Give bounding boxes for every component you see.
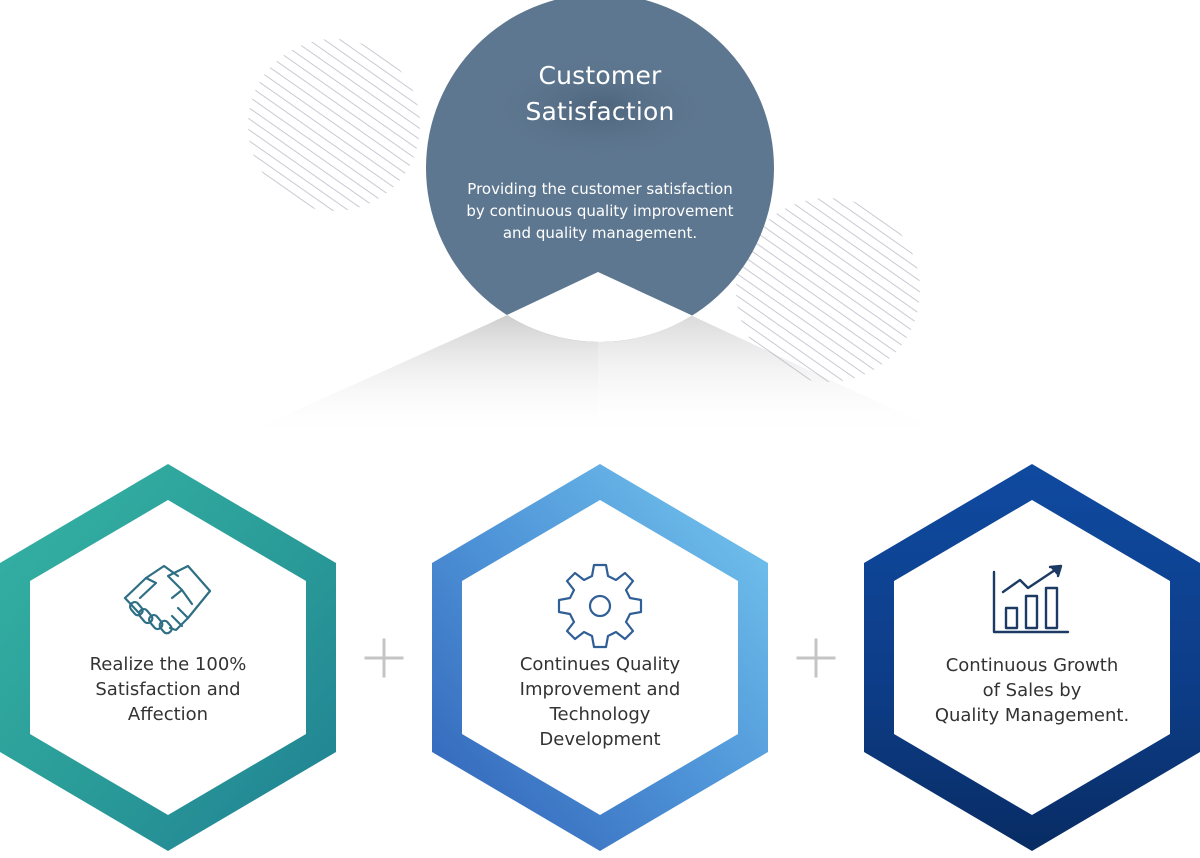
gear-icon: [557, 563, 643, 649]
hero-title: Customer Satisfaction: [440, 58, 760, 130]
hero-description-line: by continuous quality improvement: [466, 202, 734, 220]
hexagon-label-quality: Continues Quality Improvement and Techno…: [485, 652, 715, 752]
label-line: Realize the 100%: [89, 654, 247, 675]
handshake-icon: [123, 564, 212, 635]
hexagon-label-satisfaction: Realize the 100% Satisfaction and Affect…: [53, 652, 283, 727]
label-line: Affection: [127, 704, 209, 725]
growth-chart-icon: [992, 564, 1070, 634]
label-line: Improvement and: [519, 679, 681, 700]
label-line: Continues Quality: [519, 654, 681, 675]
striped-circle-left: [248, 39, 420, 211]
label-line: Continuous Growth: [945, 655, 1119, 676]
label-line: Development: [539, 729, 661, 750]
shadow-right: [598, 272, 955, 438]
hero-description: Providing the customer satisfaction by c…: [430, 178, 770, 244]
striped-circle-right: [736, 198, 920, 382]
plus-icon: [364, 638, 404, 678]
hero-title-line: Customer: [538, 61, 662, 90]
hero-description-line: Providing the customer satisfaction: [467, 180, 733, 198]
hero-title-line: Satisfaction: [525, 97, 675, 126]
label-line: of Sales by: [982, 680, 1082, 701]
hero-circle: [426, 0, 774, 342]
hexagon-label-growth: Continuous Growth of Sales by Quality Ma…: [917, 653, 1147, 728]
label-line: Technology: [549, 704, 651, 725]
hero-description-line: and quality management.: [502, 224, 698, 242]
label-line: Satisfaction and: [95, 679, 241, 700]
shadow-left: [235, 272, 598, 438]
label-line: Quality Management.: [934, 705, 1130, 726]
plus-icon: [796, 638, 836, 678]
